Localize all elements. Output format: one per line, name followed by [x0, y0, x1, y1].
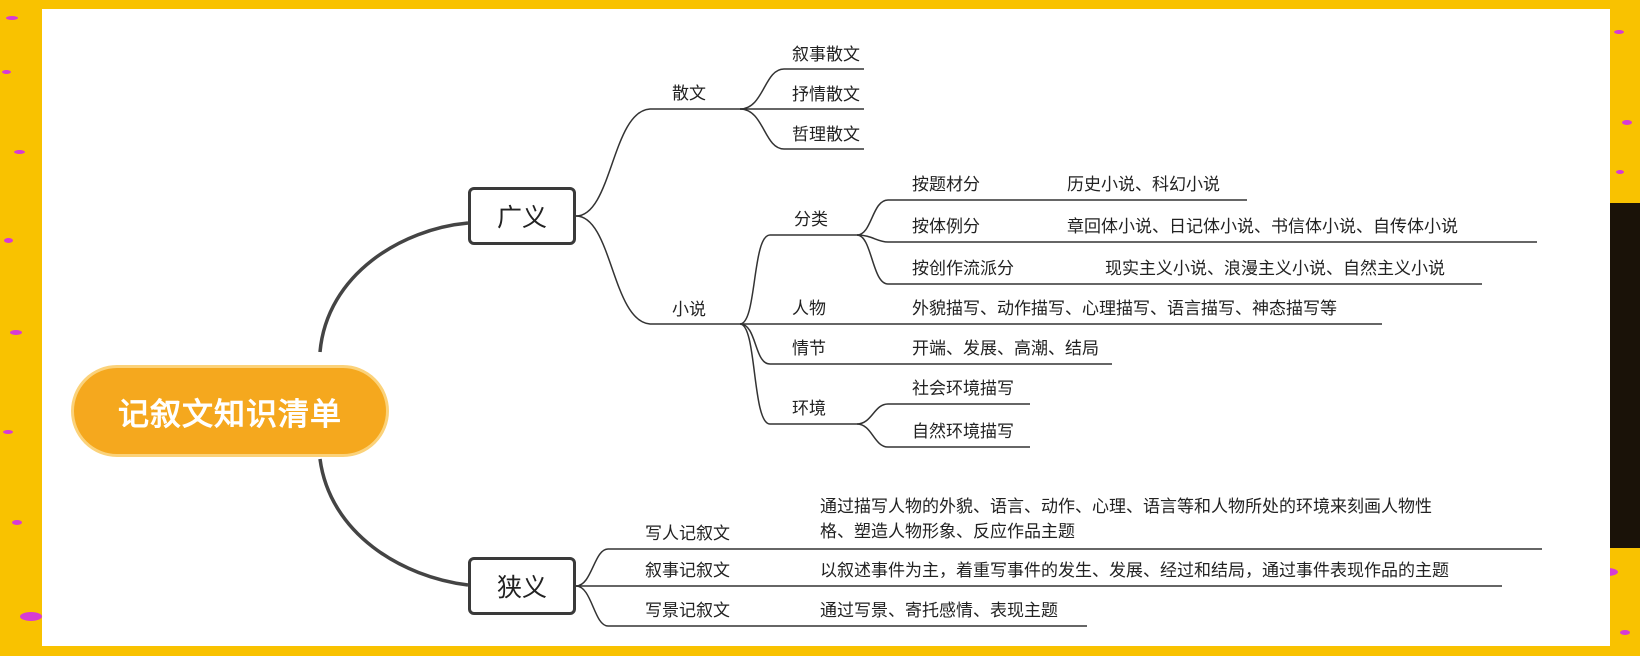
narrow-item-value: 通过写景、寄托感情、表现主题	[820, 601, 1058, 621]
narrow-item-value: 格、塑造人物形象、反应作品主题	[820, 522, 1075, 542]
decor-dot	[4, 238, 13, 243]
classify-item-label: 按创作流派分	[912, 259, 1014, 279]
decor-dot	[12, 520, 22, 525]
decor-dot	[2, 70, 11, 74]
decor-dot	[10, 330, 22, 335]
decor-dot	[20, 612, 42, 621]
environment-item: 社会环境描写	[912, 379, 1014, 399]
decor-dot	[1620, 630, 1630, 635]
prose-type: 抒情散文	[792, 85, 860, 105]
novel-node[interactable]: 小说	[672, 300, 706, 320]
environment-item: 自然环境描写	[912, 422, 1014, 442]
classify-item-value: 历史小说、科幻小说	[1067, 175, 1220, 195]
broad-node[interactable]: 广义	[468, 187, 576, 245]
narrow-node[interactable]: 狭义	[468, 557, 576, 615]
plot-value: 开端、发展、高潮、结局	[912, 339, 1099, 359]
narrow-item-value: 通过描写人物的外貌、语言、动作、心理、语言等和人物所处的环境来刻画人物性	[820, 497, 1432, 517]
classify-item-value: 章回体小说、日记体小说、书信体小说、自传体小说	[1067, 217, 1458, 237]
plot-node[interactable]: 情节	[792, 339, 826, 359]
environment-node[interactable]: 环境	[792, 399, 826, 419]
character-node[interactable]: 人物	[792, 299, 826, 319]
narrow-item-value: 以叙述事件为主，着重写事件的发生、发展、经过和结局，通过事件表现作品的主题	[820, 561, 1449, 581]
prose-type: 叙事散文	[792, 45, 860, 65]
decor-dot	[1616, 170, 1624, 174]
prose-type: 哲理散文	[792, 125, 860, 145]
narrow-item-label[interactable]: 写人记叙文	[645, 524, 730, 544]
prose-node[interactable]: 散文	[672, 84, 706, 104]
decor-dot	[14, 150, 25, 154]
mindmap-canvas: 记叙文知识清单 广义 狭义 散文 叙事散文 抒情散文 哲理散文 小说 分类 按题…	[42, 9, 1610, 646]
decor-dot	[3, 430, 13, 434]
classify-item-label: 按体例分	[912, 217, 980, 237]
narrow-item-label[interactable]: 叙事记叙文	[645, 561, 730, 581]
decor-dot	[1614, 30, 1624, 34]
classify-node[interactable]: 分类	[794, 210, 828, 230]
root-node[interactable]: 记叙文知识清单	[71, 365, 389, 457]
decor-dot	[1622, 120, 1632, 125]
classify-item-value: 现实主义小说、浪漫主义小说、自然主义小说	[1105, 259, 1445, 279]
narrow-item-label[interactable]: 写景记叙文	[645, 601, 730, 621]
character-value: 外貌描写、动作描写、心理描写、语言描写、神态描写等	[912, 299, 1337, 319]
classify-item-label: 按题材分	[912, 175, 980, 195]
decor-dot	[6, 16, 18, 20]
connector-lines	[318, 68, 1542, 627]
